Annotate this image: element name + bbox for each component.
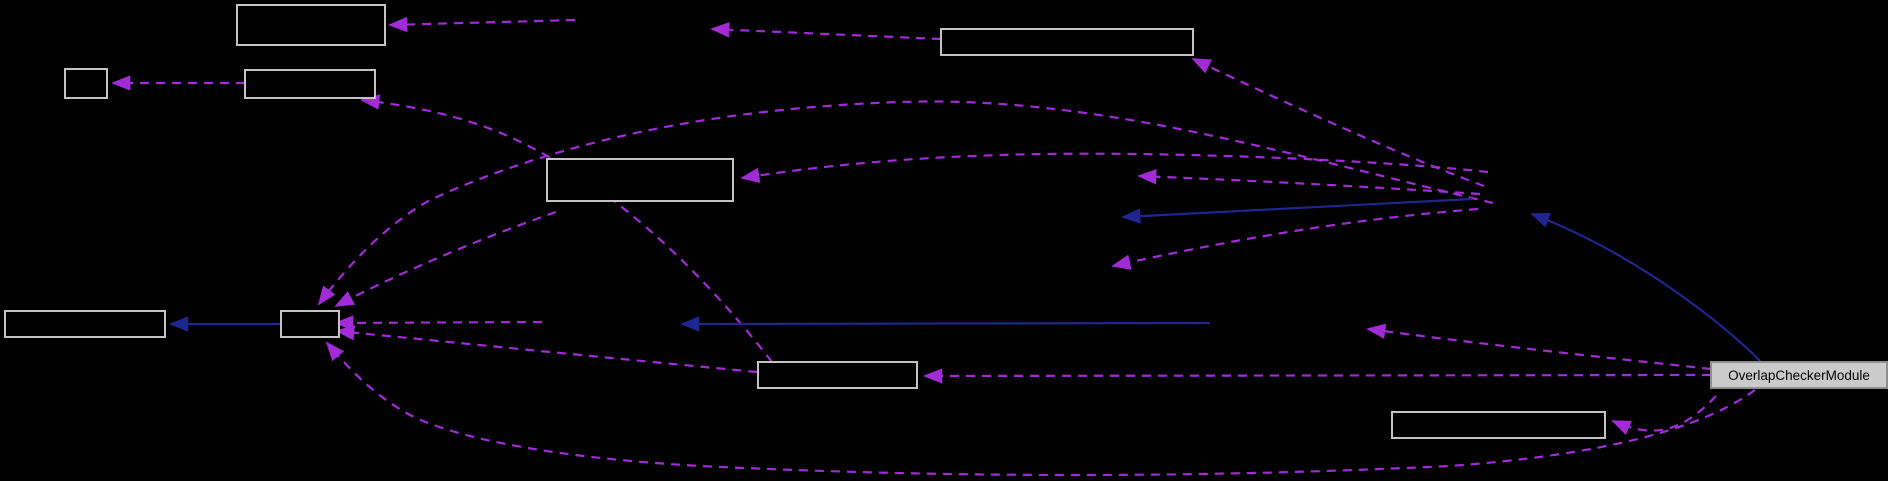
node-bottom-right[interactable] <box>1391 411 1606 439</box>
node-overlap-checker-box[interactable] <box>1710 361 1888 389</box>
node-small-left-box[interactable] <box>64 68 108 99</box>
edge-to-top-left <box>388 16 576 33</box>
edge-fan-left-lower <box>1111 207 1479 270</box>
edge-overlap-to-hub-bottom <box>325 341 1756 477</box>
edge-blue-fan <box>1121 197 1473 224</box>
edge-fan-to-middle <box>740 152 1489 183</box>
node-top-middle[interactable] <box>940 28 1194 56</box>
node-middle-box[interactable] <box>546 158 734 202</box>
node-top-left[interactable] <box>236 4 386 46</box>
edge-short-to-hub-right <box>334 315 543 331</box>
node-left-wide-box[interactable] <box>4 310 166 338</box>
node-overlap-checker[interactable]: OverlapCheckerModule <box>1710 361 1888 389</box>
edge-overlap-to-fan <box>1530 212 1761 362</box>
edge-blue-horizontal <box>680 316 1211 332</box>
edge-overlap-upleft <box>1366 323 1712 371</box>
node-hub-box[interactable] <box>280 310 340 338</box>
node-overlap-checker-label: OverlapCheckerModule <box>1728 368 1870 383</box>
node-hub[interactable] <box>280 310 340 338</box>
node-middle[interactable] <box>546 158 734 202</box>
node-small-left[interactable] <box>64 68 108 99</box>
edge-middle-to-hub <box>334 210 557 307</box>
node-top-left-box[interactable] <box>236 4 386 46</box>
edge-overlap-to-centerbottom <box>923 368 1712 384</box>
node-center-bottom[interactable] <box>757 361 918 389</box>
edge-fan-to-topmiddle <box>1191 58 1485 188</box>
node-upper-left[interactable] <box>244 69 376 99</box>
node-center-bottom-box[interactable] <box>757 361 918 389</box>
node-top-middle-box[interactable] <box>940 28 1194 56</box>
edge-fan-to-hub-top <box>317 100 1494 306</box>
edge-fan-left-upper <box>1137 168 1481 196</box>
edge-centerbottom-to-upperleft <box>360 94 773 363</box>
node-upper-left-box[interactable] <box>244 69 376 99</box>
node-bottom-right-box[interactable] <box>1391 411 1606 439</box>
edge-topmiddle-to-mid <box>710 22 942 41</box>
node-left-wide[interactable] <box>4 310 166 338</box>
edge-overlap-to-bottomright <box>1611 395 1717 435</box>
edge-centerbottom-to-hub <box>335 325 758 374</box>
